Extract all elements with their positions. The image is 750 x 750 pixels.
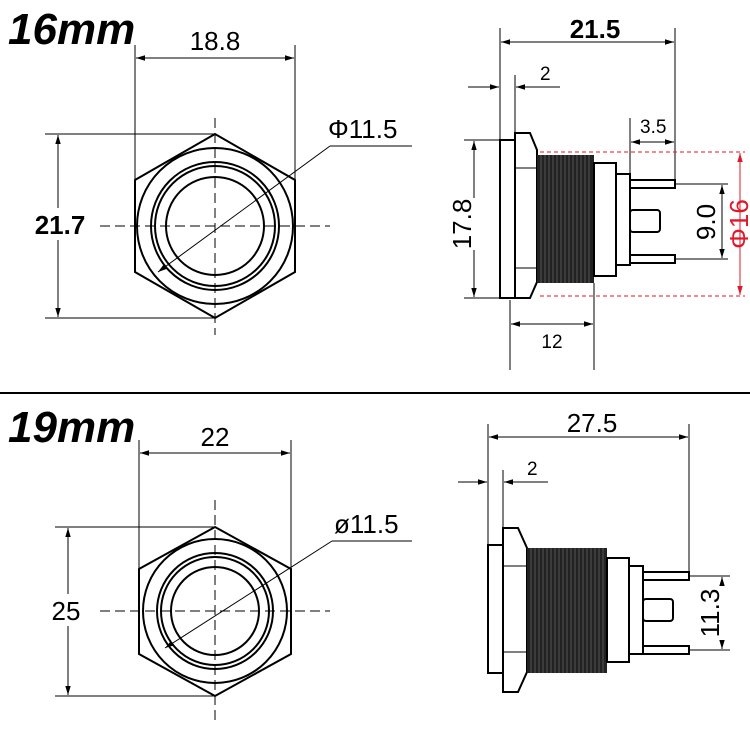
label-bg [28, 208, 92, 240]
terminal [629, 179, 676, 189]
dim-height-16: 21.7 [35, 210, 86, 240]
thread-lines [540, 155, 590, 283]
label-bg [694, 202, 720, 242]
dim-thread-len-16: 12 [541, 332, 562, 353]
dim-length-16: 21.5 [570, 14, 621, 44]
dim-diameter-19: ø11.5 [334, 509, 399, 539]
rear-cap [628, 565, 644, 655]
rear-cap [615, 173, 631, 266]
flange [487, 544, 504, 674]
side-view-19: 27.5 2 11.3 [458, 408, 730, 693]
terminal [629, 254, 676, 264]
section-19mm: 19mm 22 25 ø11.5 [8, 403, 730, 725]
hex-nut-side [514, 132, 538, 299]
front-view-16: 18.8 21.7 Φ11.5 [28, 26, 412, 335]
terminal-center [642, 598, 674, 622]
label-bg [700, 586, 724, 640]
flange [499, 139, 516, 299]
label-bg [454, 198, 480, 250]
dim-height-19: 25 [52, 596, 81, 626]
front-view-19: 22 25 ø11.5 [44, 422, 412, 725]
label-bg [44, 594, 86, 626]
dim-leader-diameter [157, 145, 331, 273]
dim-height-side-16: 17.8 [447, 199, 477, 250]
hex-nut-side [502, 527, 528, 693]
dim-flange-16: 2 [540, 64, 551, 85]
dim-terminal-16: 3.5 [640, 117, 666, 138]
rear-housing [606, 557, 630, 663]
terminal-center [629, 209, 661, 233]
thread-lines [530, 548, 604, 673]
rear-housing [593, 162, 617, 277]
side-view-16: 21.5 2 3.5 17.8 12 [447, 14, 750, 370]
dim-length-19: 27.5 [567, 408, 618, 438]
dim-terminal-spacing-16: 9.0 [691, 204, 721, 240]
terminal [642, 645, 690, 655]
dim-flange-19: 2 [527, 459, 538, 480]
section-16mm: 16mm 18.8 21.7 Φ11.5 [8, 5, 750, 370]
dim-width-16: 18.8 [190, 26, 241, 56]
section-title-16: 16mm [8, 5, 135, 54]
dim-thread-dia-16: Φ16 [724, 199, 750, 249]
dim-width-19: 22 [201, 422, 230, 452]
terminal [642, 571, 690, 581]
section-title-19: 19mm [8, 403, 135, 452]
dim-diameter-16: Φ11.5 [328, 114, 397, 144]
dim-leader-diameter [164, 540, 333, 649]
dim-terminal-spacing-19: 11.3 [695, 589, 725, 638]
